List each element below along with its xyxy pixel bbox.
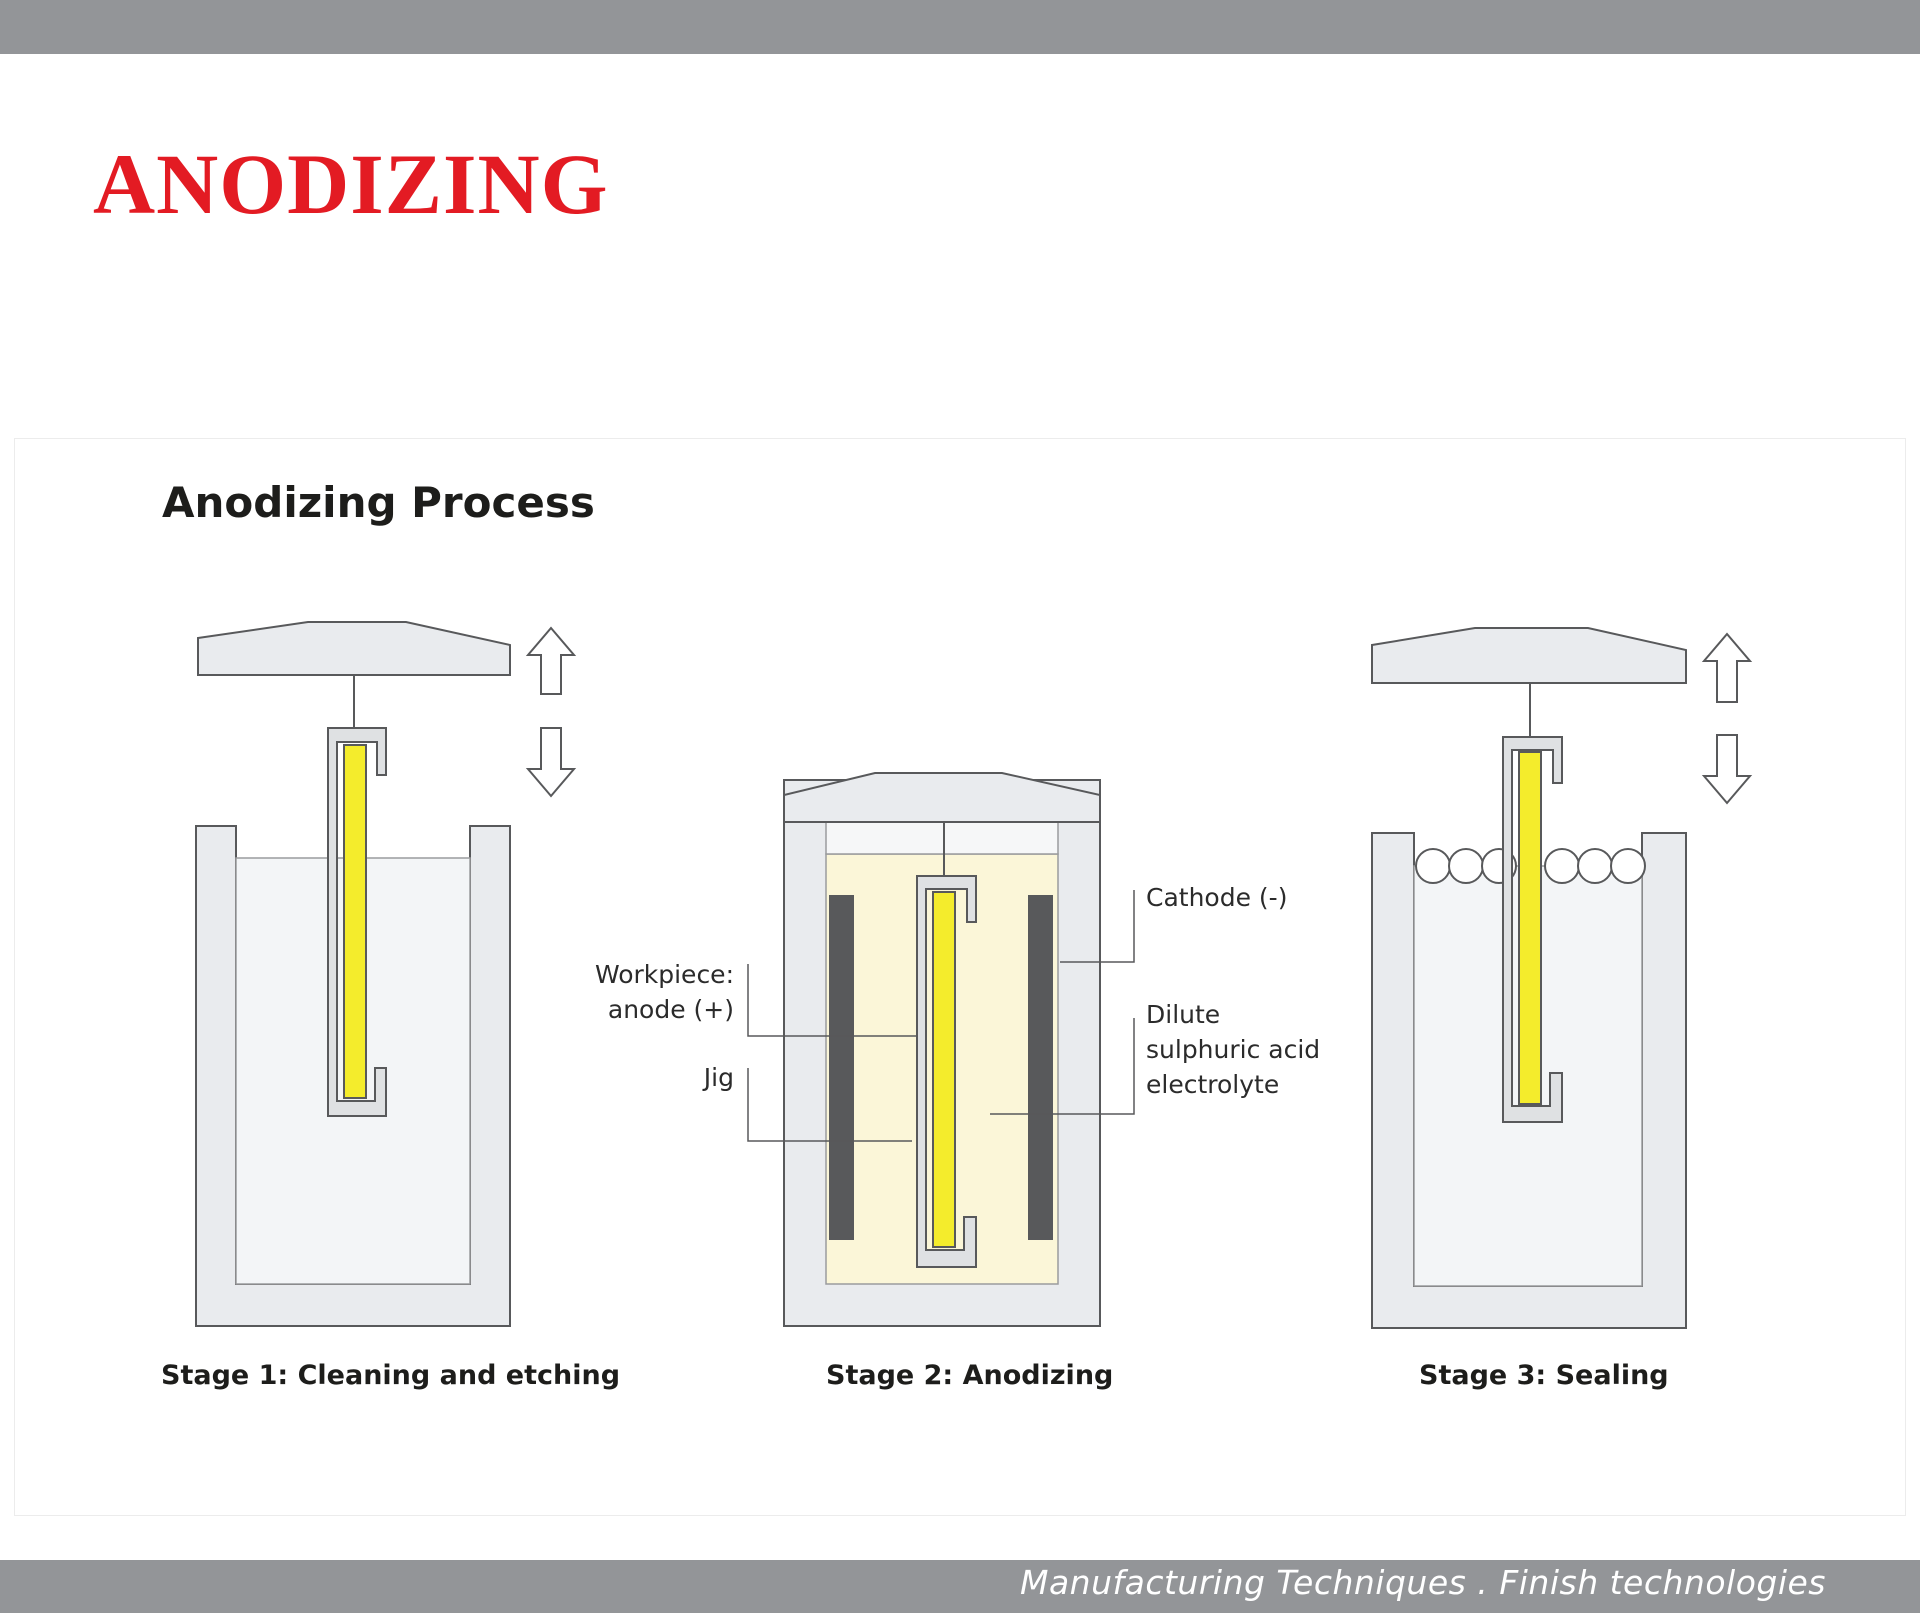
stage-2-lid bbox=[783, 772, 1101, 823]
down-arrow-icon bbox=[525, 727, 577, 798]
stage-3-jig bbox=[1502, 736, 1563, 1123]
stage-2-workpiece bbox=[932, 891, 956, 1248]
stage-3-lifting-hood bbox=[1371, 627, 1687, 684]
stage-1-caption: Stage 1: Cleaning and etching bbox=[161, 1360, 621, 1391]
page-title: ANODIZING bbox=[93, 136, 609, 232]
workpiece-label: Workpiece: anode (+) bbox=[594, 960, 734, 1024]
stage-2-cathode-right bbox=[1028, 895, 1053, 1240]
stage-2-jig bbox=[916, 875, 977, 1268]
diagram-title: Anodizing Process bbox=[162, 478, 595, 527]
workpiece-leader-line bbox=[747, 964, 918, 1037]
jig-label: Jig bbox=[703, 1063, 734, 1092]
stage-3-illustration bbox=[1371, 627, 1753, 1329]
stage-2-cathode-left bbox=[829, 895, 854, 1240]
footer-text: Manufacturing Techniques . Finish techno… bbox=[1019, 1563, 1826, 1602]
stage-2-illustration bbox=[747, 772, 1135, 1327]
cathode-label: Cathode (-) bbox=[1146, 883, 1288, 912]
stage-3-caption: Stage 3: Sealing bbox=[1419, 1360, 1669, 1391]
stage-2-tank-opening bbox=[825, 821, 1059, 855]
electrolyte-label: Dilute sulphuric acid electrolyte bbox=[1146, 1000, 1321, 1099]
down-arrow-icon bbox=[1701, 734, 1753, 805]
stage-3-workpiece bbox=[1518, 751, 1542, 1105]
electrolyte-leader-line bbox=[990, 1018, 1135, 1115]
stage-2-caption: Stage 2: Anodizing bbox=[826, 1360, 1114, 1391]
stage-1-jig bbox=[327, 727, 387, 1117]
top-bar bbox=[0, 0, 1920, 54]
stage-1-lifting-hood bbox=[197, 621, 511, 676]
up-arrow-icon bbox=[1701, 632, 1753, 703]
stage-1-illustration bbox=[195, 621, 577, 1327]
footer-bar bbox=[0, 1560, 1920, 1613]
stage-1-workpiece bbox=[343, 744, 367, 1099]
up-arrow-icon bbox=[525, 626, 577, 695]
cathode-leader-line bbox=[1060, 890, 1135, 963]
jig-leader-line bbox=[747, 1068, 912, 1142]
